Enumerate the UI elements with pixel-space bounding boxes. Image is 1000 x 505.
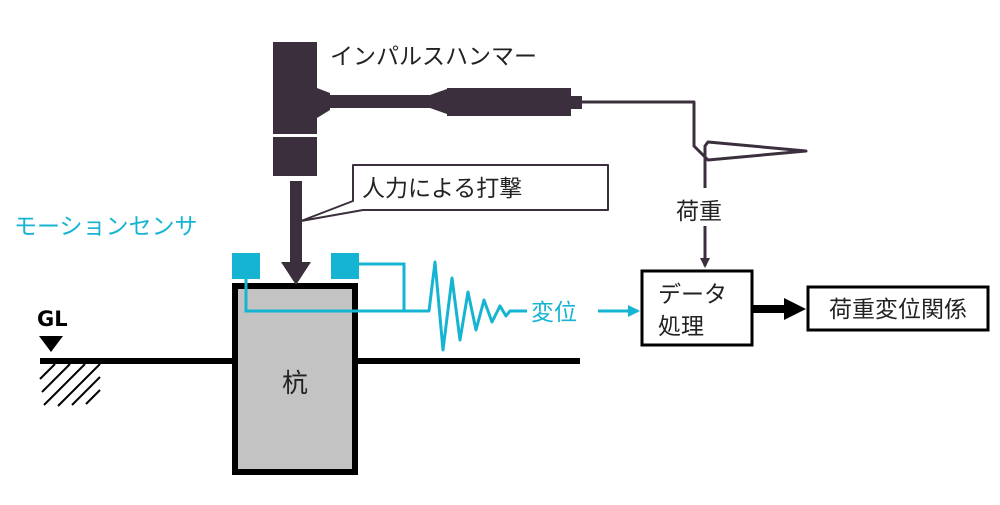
hammer-head-bottom	[273, 137, 317, 176]
motion-sensor-label: モーションセンサ	[14, 214, 198, 240]
hammer-grip	[447, 88, 571, 116]
load-label: 荷重	[676, 199, 722, 225]
load-flow: 荷重	[676, 199, 722, 268]
load-displacement-box: 荷重変位関係	[806, 285, 990, 332]
hammer-label: インパルスハンマー	[330, 44, 537, 70]
hammer-shaft	[330, 95, 430, 108]
strike-callout: 人力による打撃	[300, 164, 609, 222]
displacement-waveform	[420, 260, 527, 352]
gl-label: GL	[37, 307, 68, 331]
motion-sensor-group: モーションセンサ	[14, 214, 527, 352]
gl-marker	[39, 336, 63, 352]
impulse-hammer: インパルスハンマー	[273, 42, 582, 176]
hammer-cable	[582, 100, 808, 188]
data-processing-box: データ 処理	[640, 269, 754, 347]
displacement-label: 変位	[531, 300, 577, 326]
strike-arrow	[281, 181, 311, 285]
data-processing-line1: データ	[658, 282, 727, 308]
motion-sensor-right	[331, 253, 359, 279]
displacement-flow: 変位	[531, 300, 640, 326]
hammer-connector	[571, 96, 582, 109]
hammer-flare	[430, 89, 447, 114]
motion-sensor-left	[232, 253, 260, 279]
output-arrow	[752, 298, 806, 320]
ground-hatch	[39, 363, 101, 407]
load-displacement-label: 荷重変位関係	[829, 297, 967, 323]
data-processing-line2: 処理	[658, 314, 704, 340]
hammer-neck	[317, 88, 330, 118]
pile-label: 杭	[282, 369, 308, 399]
strike-callout-bubble	[300, 164, 609, 222]
strike-callout-label: 人力による打撃	[362, 176, 522, 202]
pile: 杭	[232, 283, 358, 475]
hammer-head-top	[273, 42, 317, 134]
